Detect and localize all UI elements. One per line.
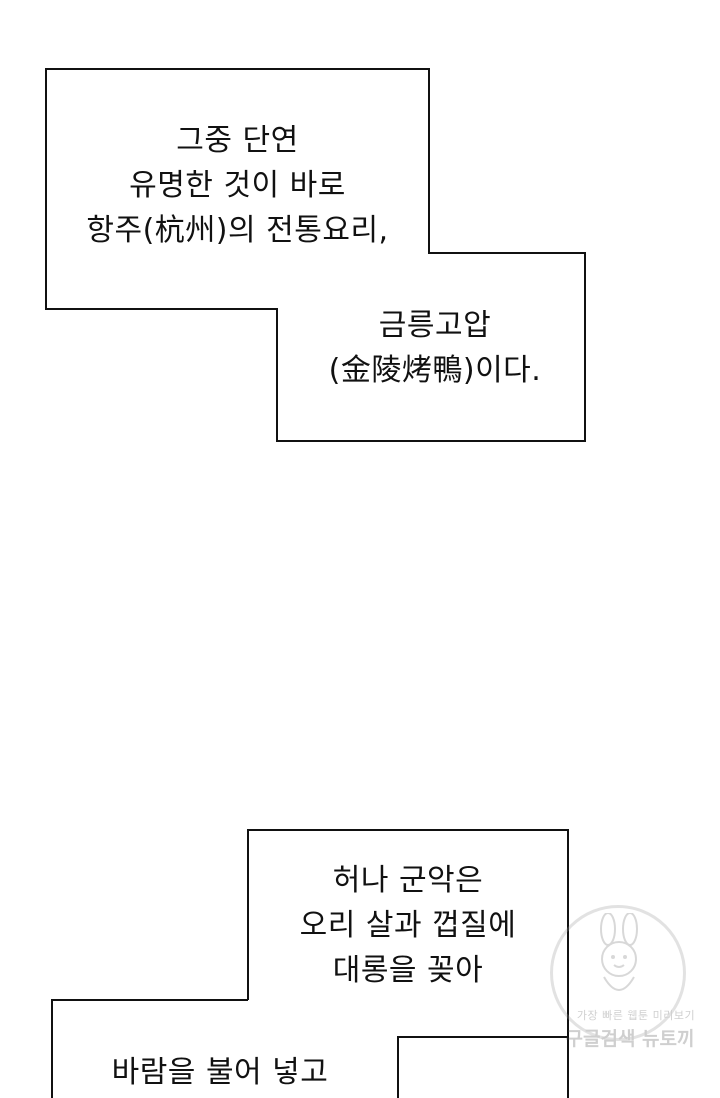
caption-line: 그중 단연 xyxy=(176,123,299,158)
watermark-top-text: 가장 빠른 웹툰 미리보기 xyxy=(576,1009,696,1022)
caption-box-1-outline xyxy=(45,68,586,442)
watermark-circle xyxy=(550,905,686,1041)
caption-line: 대롱을 꽂아 xyxy=(332,953,484,988)
caption-line: (金陵烤鴨)이다. xyxy=(328,353,542,388)
caption-line: 허나 군악은 xyxy=(332,863,484,898)
caption-line: 금릉고압 xyxy=(378,308,492,343)
caption-line: 바람을 불어 넣고 xyxy=(111,1055,329,1090)
watermark-bottom-text: 구글검색 뉴토끼 xyxy=(565,1028,695,1050)
caption-2-upper-text: 허나 군악은 오리 살과 껍질에 대롱을 꽂아 xyxy=(248,858,568,993)
caption-line: 오리 살과 껍질에 xyxy=(299,908,517,943)
caption-1-upper-text: 그중 단연 유명한 것이 바로 항주(杭州)의 전통요리, xyxy=(46,118,429,253)
caption-line: 유명한 것이 바로 xyxy=(129,168,346,203)
caption-1-lower-text: 금릉고압 (金陵烤鴨)이다. xyxy=(300,303,570,393)
watermark: 가장 빠른 웹툰 미리보기 구글검색 뉴토끼 xyxy=(540,905,710,1085)
caption-line: 항주(杭州)의 전통요리, xyxy=(86,213,389,248)
caption-2-lower-text: 바람을 불어 넣고 xyxy=(60,1050,380,1095)
bunny-mascot-icon xyxy=(600,913,638,991)
